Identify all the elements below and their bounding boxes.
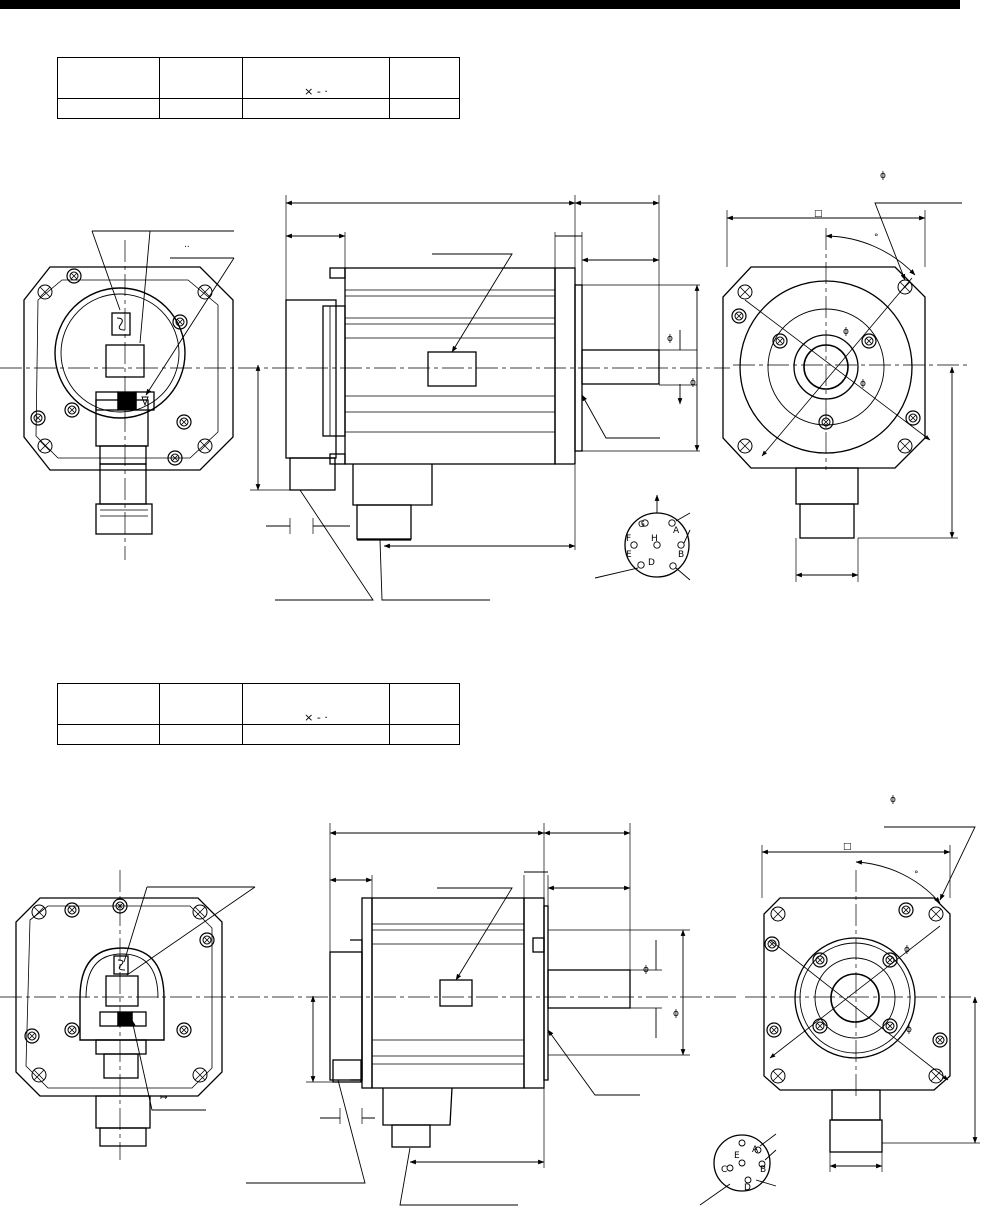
drawing2-side-view: ϕ ϕ <box>246 823 690 1206</box>
front-mark-phi-b2: ϕ <box>904 945 910 955</box>
front-mark-phi-b3: ϕ <box>906 1025 912 1035</box>
drawing2-rear-view: ↦ <box>15 886 256 1147</box>
drawing1-rear-view: .. <box>23 230 235 535</box>
serial-label-icon <box>111 312 131 336</box>
page-top-rule <box>0 0 960 9</box>
pin-a-2: A <box>752 1145 759 1155</box>
spec-table-1-header-3: × - · <box>242 57 390 99</box>
rear-mark-2: ↦ <box>160 1093 168 1103</box>
front-mark-phi-b: ϕ <box>890 795 896 805</box>
front-mark-square-b: □ <box>843 842 852 852</box>
spec-table-2-cell-4 <box>389 724 460 745</box>
pin-b: B <box>678 550 684 560</box>
pin-h: H <box>651 534 658 544</box>
front-mark-degree: ° <box>874 233 879 243</box>
pin-f: F <box>626 534 631 544</box>
spec-table-2-header-2 <box>159 683 243 725</box>
pin-c-2: C <box>721 1165 727 1175</box>
serial-label-icon-2 <box>113 955 129 975</box>
rear-mark-1: .. <box>184 240 190 250</box>
drawing1-front-view: ϕ □ ° ϕ ϕ <box>722 171 970 582</box>
terminal-label-icon-2 <box>99 1011 147 1027</box>
pin-d-2: D <box>744 1183 751 1193</box>
front-mark-phi-3: ϕ <box>860 379 866 389</box>
front-mark-phi: ϕ <box>880 171 886 181</box>
shaft-mark-4: ϕ <box>673 1009 679 1019</box>
drawing2-connector: A E B C D <box>699 1133 777 1206</box>
shaft-mark-1: ϕ <box>667 334 673 344</box>
drawing1-connector: G A H F B E D <box>594 494 691 581</box>
front-mark-degree-b: ° <box>914 870 919 880</box>
front-mark-phi-2: ϕ <box>843 327 849 337</box>
drawing1-side-view: ϕ ϕ <box>250 195 700 601</box>
pin-d: D <box>648 558 655 568</box>
pin-e: E <box>626 550 632 560</box>
drawing2-front-view: ϕ □ ° ϕ ϕ <box>745 795 980 1172</box>
pin-b-2: B <box>760 1165 766 1175</box>
shaft-mark-2: ϕ <box>690 378 696 388</box>
spec-table-2: × - · <box>57 683 460 745</box>
spec-table-1: × - · <box>57 57 460 119</box>
spec-table-1-cell-4 <box>389 98 460 119</box>
pin-g: G <box>638 520 645 530</box>
spec-table-1-header-4 <box>389 57 460 99</box>
pin-a: A <box>673 526 680 536</box>
front-mark-square: □ <box>814 209 823 219</box>
pin-e-2: E <box>734 1151 740 1161</box>
shaft-mark-3: ϕ <box>643 965 649 975</box>
